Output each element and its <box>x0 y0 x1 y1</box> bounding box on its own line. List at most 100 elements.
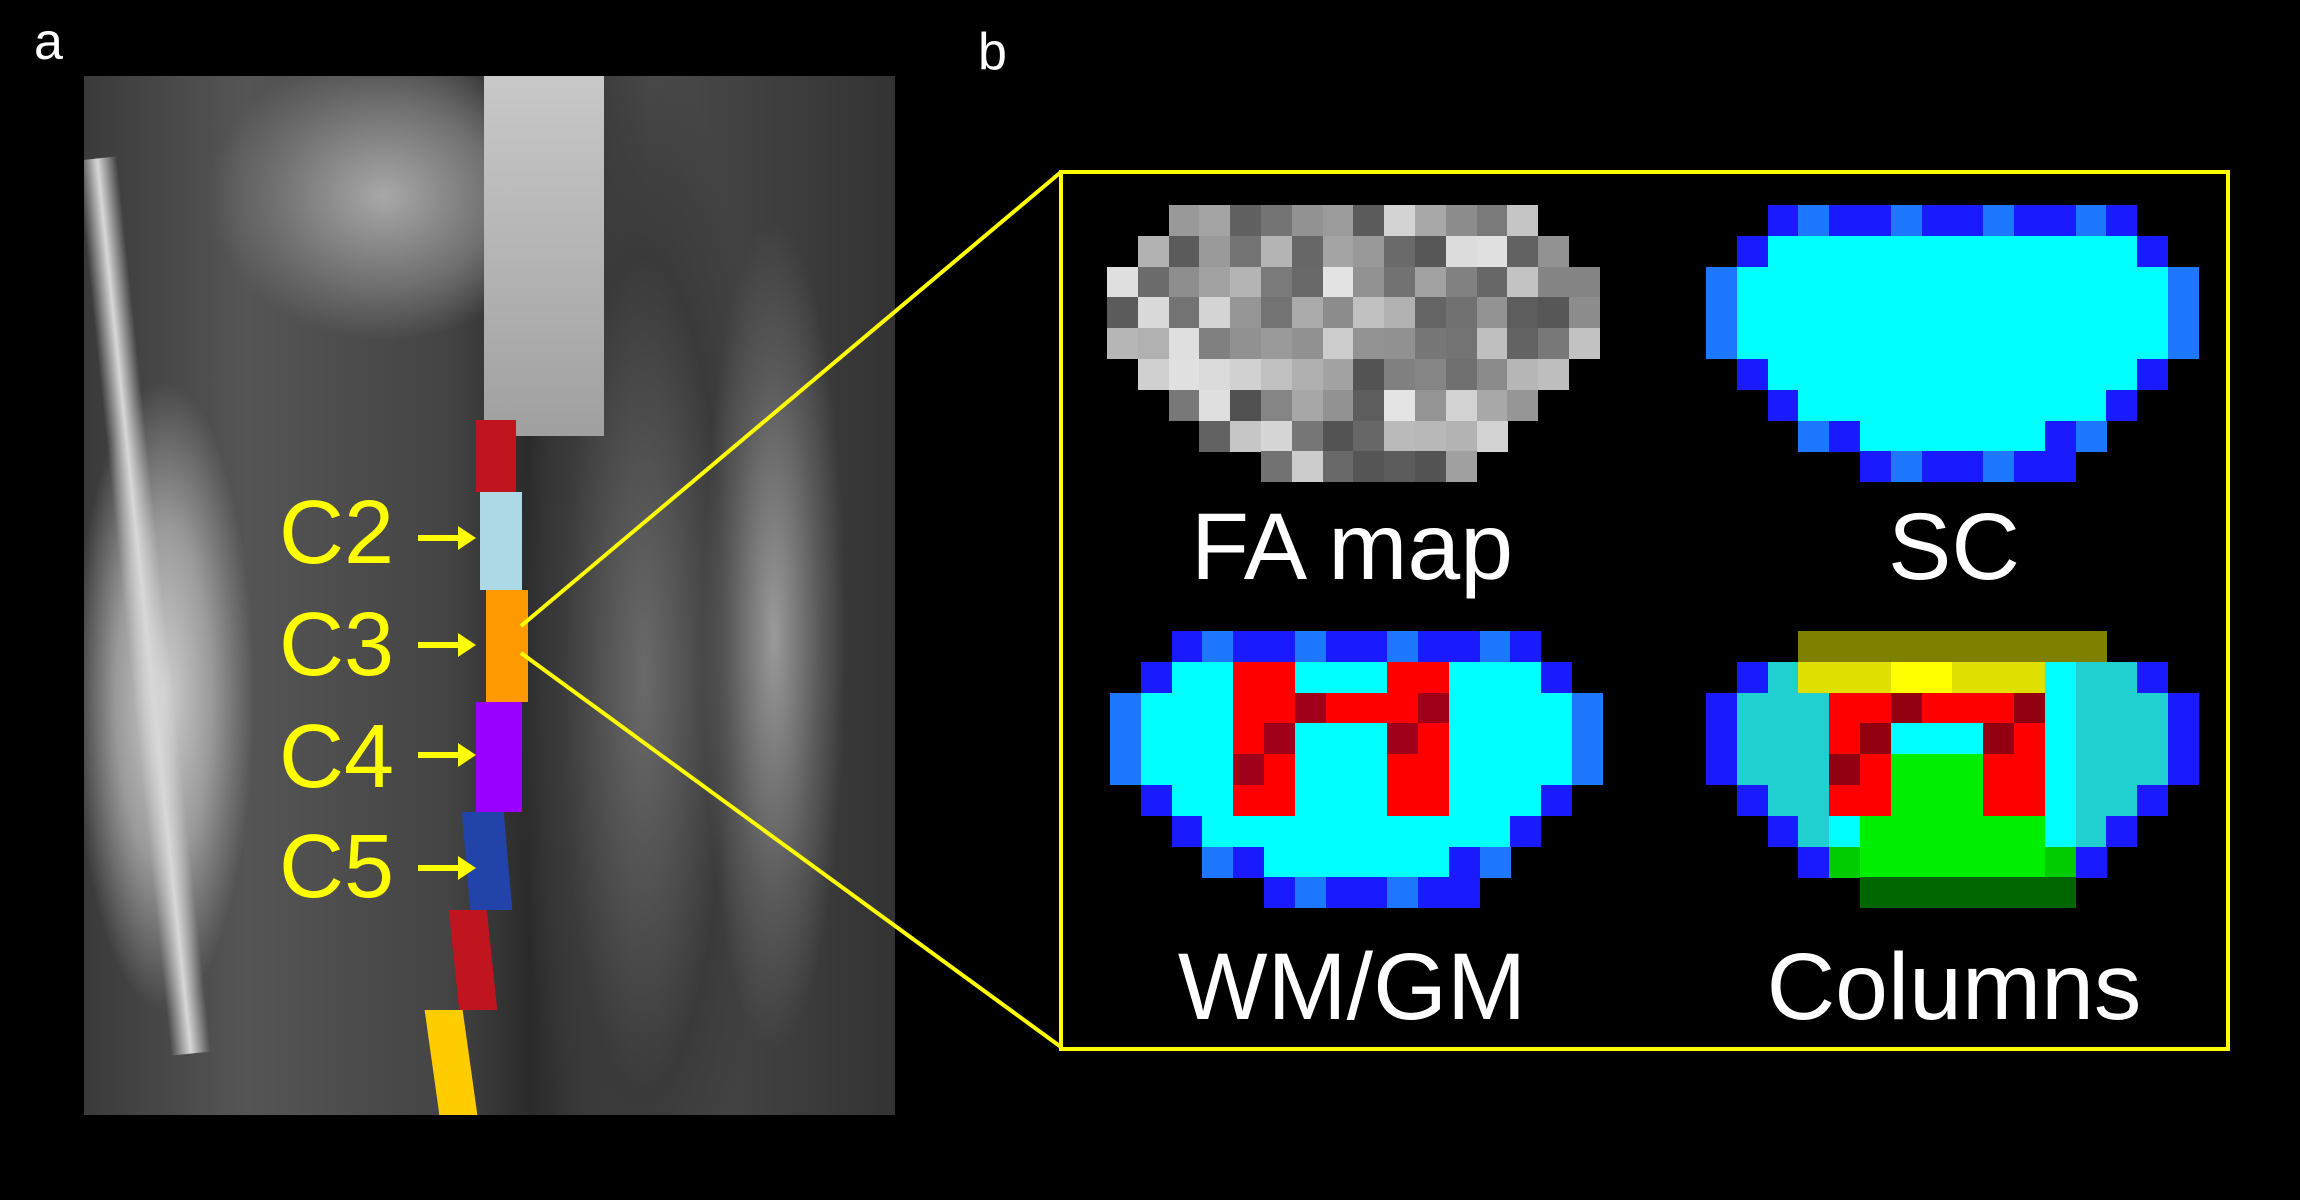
mask-pixel <box>1353 420 1385 452</box>
mask-pixel <box>1325 723 1357 755</box>
mask-pixel <box>1445 359 1477 390</box>
mask-pixel <box>1798 205 1830 236</box>
mask-pixel <box>1983 389 2015 421</box>
mask-pixel <box>1448 723 1480 755</box>
mask-pixel <box>1291 359 1323 390</box>
mask-pixel <box>1418 692 1449 724</box>
mask-pixel <box>1767 266 1799 298</box>
mask-pixel <box>1479 631 1511 662</box>
mask-pixel <box>1767 389 1799 421</box>
mask-pixel <box>1137 297 1169 329</box>
mask-pixel <box>1261 235 1292 267</box>
mask-pixel <box>1356 877 1388 909</box>
mask-pixel <box>1983 754 2015 786</box>
mask-pixel <box>1706 297 1737 329</box>
mask-pixel <box>2137 692 2169 724</box>
mask-pixel <box>1890 846 1922 878</box>
mask-pixel <box>1415 297 1446 329</box>
mask-pixel <box>1860 359 1891 390</box>
mask-pixel <box>1983 266 2015 298</box>
mask-pixel <box>1798 420 1830 452</box>
label-sc: SC <box>1888 494 2020 600</box>
mask-pixel <box>2044 359 2076 390</box>
mask-pixel <box>1736 359 1768 390</box>
mask-pixel <box>1356 785 1388 816</box>
mask-pixel <box>1445 266 1477 298</box>
mask-pixel <box>1107 328 1138 360</box>
mask-pixel <box>1538 359 1570 390</box>
mask-pixel <box>1356 692 1388 724</box>
mask-pixel <box>1860 328 1891 360</box>
mask-pixel <box>1202 846 1234 878</box>
mask-pixel <box>2014 785 2045 816</box>
mask-pixel <box>1140 692 1172 724</box>
cord-segment-c3 <box>486 590 528 702</box>
level-label-c4: C4 <box>279 707 395 807</box>
mask-pixel <box>1890 266 1922 298</box>
mask-pixel <box>1137 235 1169 267</box>
mask-pixel <box>1325 692 1357 724</box>
mask-pixel <box>1507 205 1539 236</box>
mask-pixel <box>1829 420 1861 452</box>
mask-pixel <box>1291 328 1323 360</box>
mask-pixel <box>2106 359 2138 390</box>
mask-pixel <box>1983 420 2015 452</box>
mask-pixel <box>1952 451 1984 483</box>
mask-pixel <box>1418 877 1449 909</box>
mask-pixel <box>1140 785 1172 816</box>
mask-pixel <box>1706 266 1737 298</box>
mask-pixel <box>1798 328 1830 360</box>
zoom-box <box>1059 170 2230 1051</box>
mask-pixel <box>1137 266 1169 298</box>
mask-pixel <box>1829 205 1861 236</box>
mask-pixel <box>1510 661 1542 693</box>
mask-pixel <box>1479 815 1511 847</box>
mask-pixel <box>1510 692 1542 724</box>
mask-pixel <box>1199 266 1231 298</box>
mask-pixel <box>1168 266 1200 298</box>
mask-pixel <box>1445 235 1477 267</box>
mask-pixel <box>1384 389 1416 421</box>
sagittal-mri-image <box>84 76 895 1115</box>
mask-pixel <box>1541 785 1573 816</box>
mask-pixel <box>1199 297 1231 329</box>
mask-pixel <box>1264 631 1295 662</box>
mask-pixel <box>1507 297 1539 329</box>
mask-pixel <box>1983 877 2015 909</box>
mask-pixel <box>1921 389 1953 421</box>
arrow-icon <box>418 526 476 550</box>
mask-pixel <box>1767 661 1799 693</box>
mask-pixel <box>1384 266 1416 298</box>
mask-pixel <box>1890 328 1922 360</box>
mask-pixel <box>1418 754 1449 786</box>
mask-pixel <box>1233 815 1265 847</box>
mask-pixel <box>1230 266 1262 298</box>
csf-column <box>484 76 604 436</box>
mask-pixel <box>1829 723 1861 755</box>
mask-pixel <box>1291 235 1323 267</box>
mask-pixel <box>2075 235 2107 267</box>
mask-pixel <box>1230 389 1262 421</box>
mask-pixel <box>1798 723 1830 755</box>
mask-pixel <box>1706 328 1737 360</box>
mask-pixel <box>1798 389 1830 421</box>
mask-pixel <box>1572 692 1603 724</box>
label-columns: Columns <box>1766 934 2142 1040</box>
mask-pixel <box>1890 359 1922 390</box>
mask-pixel <box>2137 661 2169 693</box>
mask-pixel <box>1264 754 1295 786</box>
mask-pixel <box>1952 754 1984 786</box>
mask-pixel <box>1860 205 1891 236</box>
mask-pixel <box>1890 785 1922 816</box>
mask-pixel <box>1476 389 1508 421</box>
mask-pixel <box>2044 815 2076 847</box>
mask-pixel <box>1983 359 2015 390</box>
mask-pixel <box>2014 754 2045 786</box>
mask-pixel <box>1829 846 1861 878</box>
cord-segment-c1 <box>476 420 516 492</box>
mask-pixel <box>1860 266 1891 298</box>
mask-pixel <box>1798 359 1830 390</box>
mask-pixel <box>1983 451 2015 483</box>
mask-pixel <box>1983 235 2015 267</box>
mask-pixel <box>1353 205 1385 236</box>
